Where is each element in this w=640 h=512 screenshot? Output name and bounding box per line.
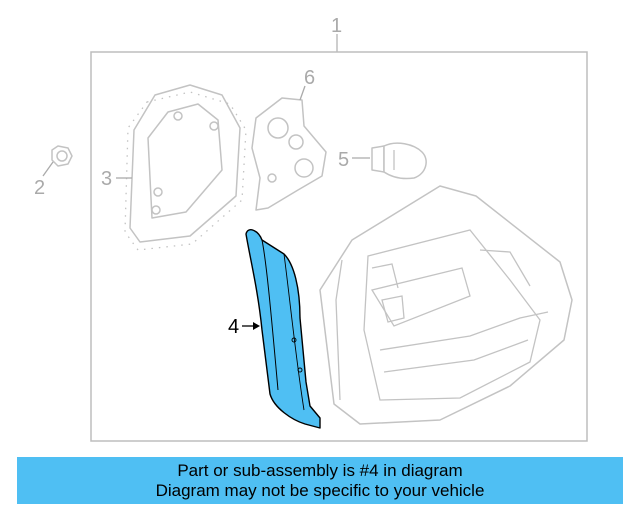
callout-4: 4 [228,316,239,338]
socket-plate-part [251,97,327,211]
bulb-part [371,142,427,180]
callout-6: 6 [304,67,315,89]
callout-1: 1 [331,15,342,37]
trim-panel-part [245,229,321,429]
gasket-part [124,84,247,251]
callout-2-leader [42,161,54,177]
nut-part [51,145,73,167]
banner-line-2: Diagram may not be specific to your vehi… [155,481,485,500]
banner-line-1: Part or sub-assembly is #4 in diagram [177,461,463,480]
lamp-housing-part [319,185,573,425]
parts-diagram: 1 2 3 6 5 [34,15,588,442]
callout-6-leader [299,85,306,101]
callout-3: 3 [101,168,112,190]
callout-4-arrowhead [253,322,260,330]
callout-5: 5 [338,149,349,171]
info-banner: Part or sub-assembly is #4 in diagram Di… [17,457,623,504]
assembly-frame [90,51,588,442]
callout-2: 2 [34,177,45,199]
